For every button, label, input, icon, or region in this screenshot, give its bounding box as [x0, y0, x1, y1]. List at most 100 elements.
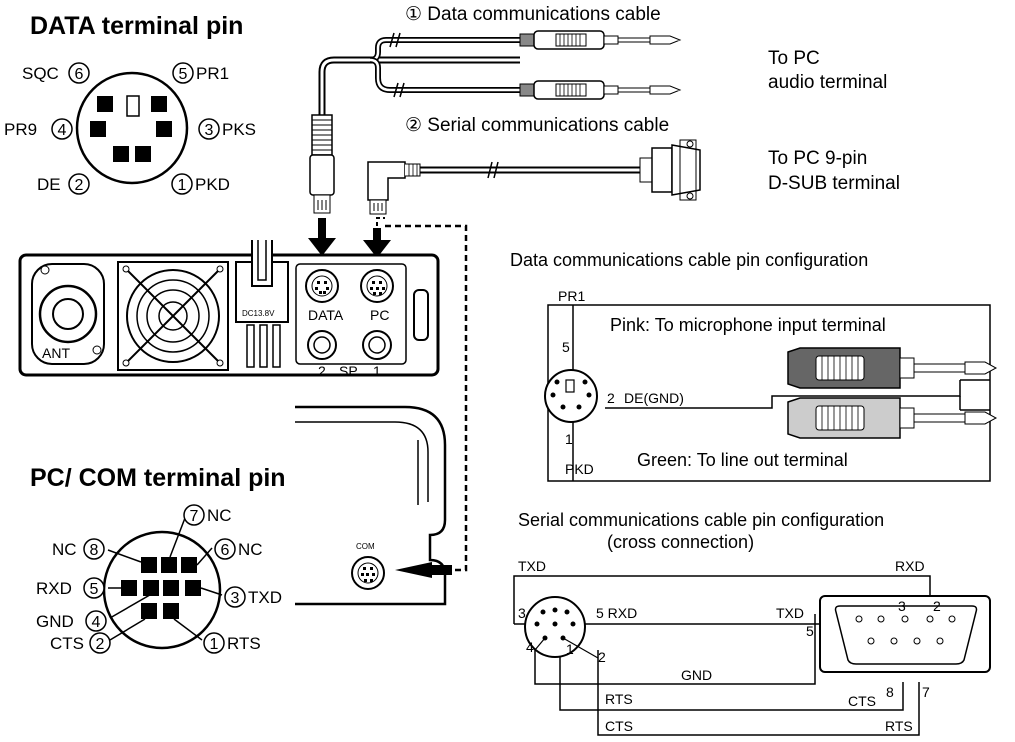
- data-config-title: Data communications cable pin configurat…: [510, 250, 868, 270]
- pin-2: [113, 146, 129, 162]
- pin-1: [135, 146, 151, 162]
- to-pc-audio-line1: To PC: [768, 48, 820, 69]
- com-pin-name-nc7: NC: [207, 506, 232, 525]
- dsub-pin7: 7: [922, 684, 930, 700]
- serial-pin2: 2: [598, 649, 606, 665]
- pin-6: [97, 96, 113, 112]
- com-arrow: [395, 562, 452, 578]
- data-config-pin5: 5: [562, 339, 570, 355]
- serial-rts-right: RTS: [885, 718, 913, 734]
- serial-cts-right: CTS: [848, 693, 876, 709]
- svg-text:6: 6: [75, 66, 84, 83]
- data-config-pkd: PKD: [565, 461, 594, 477]
- data-terminal-heading: DATA terminal pin: [30, 12, 243, 40]
- data-mini-din-plug: [309, 114, 335, 214]
- svg-text:1: 1: [178, 177, 187, 194]
- data-config-green: Green: To line out terminal: [637, 450, 848, 470]
- svg-text:7: 7: [190, 508, 199, 525]
- audio-plug-2: [519, 80, 682, 100]
- green-plug: [787, 397, 998, 439]
- com-pin-7: [161, 557, 177, 573]
- com-pin-name-cts: CTS: [50, 634, 84, 653]
- svg-text:4: 4: [92, 614, 101, 631]
- serial-pin5-rxd: 5 RXD: [596, 605, 637, 621]
- pc-jack-label: PC: [370, 307, 389, 323]
- svg-text:1: 1: [210, 636, 219, 653]
- com-pin-2: [141, 603, 157, 619]
- ant-label: ANT: [42, 345, 70, 361]
- com-pin-center: [163, 580, 179, 596]
- serial-txd-top: TXD: [518, 558, 546, 574]
- com-pin-8: [141, 557, 157, 573]
- pin-4: [90, 121, 106, 137]
- com-pin-name-nc6: NC: [238, 540, 263, 559]
- com-pin-name-gnd: GND: [36, 612, 74, 631]
- com-jack-label: COM: [356, 542, 375, 551]
- data-config-de-gnd: DE(GND): [624, 390, 684, 406]
- sp1-label: 1: [373, 363, 381, 379]
- cable2-label: ② Serial communications cable: [405, 115, 669, 136]
- dsub-pin2: 2: [933, 598, 941, 614]
- com-pin-1: [163, 603, 179, 619]
- radio-side-body: [295, 405, 447, 606]
- to-pc-serial-line2: D-SUB terminal: [768, 173, 900, 194]
- com-pin-name-rts: RTS: [227, 634, 261, 653]
- pin-5: [151, 96, 167, 112]
- data-terminal-connector: [75, 71, 189, 185]
- svg-text:8: 8: [90, 542, 99, 559]
- com-pin-3: [185, 580, 201, 596]
- dsub-connector: [819, 595, 991, 673]
- pin-name-pks: PKS: [222, 120, 256, 139]
- serial-pin3-left: 3: [518, 605, 526, 621]
- sp-label: SP: [339, 363, 358, 379]
- svg-text:5: 5: [90, 581, 99, 598]
- svg-text:3: 3: [205, 122, 214, 139]
- serial-cable: [367, 139, 701, 215]
- serial-pin1: 1: [566, 641, 574, 657]
- serial-txd-mid: TXD: [776, 605, 804, 621]
- svg-text:5: 5: [179, 66, 188, 83]
- pin-3: [156, 121, 172, 137]
- data-config-connector: [544, 369, 598, 423]
- svg-text:3: 3: [231, 590, 240, 607]
- serial-config-connector: [524, 596, 599, 659]
- to-pc-serial-line1: To PC 9-pin: [768, 148, 867, 169]
- data-config-pink: Pink: To microphone input terminal: [610, 315, 886, 335]
- svg-text:6: 6: [221, 542, 230, 559]
- audio-plug-1: [519, 30, 682, 50]
- com-pin-name-nc8: NC: [52, 540, 77, 559]
- dsub-pin8: 8: [886, 684, 894, 700]
- data-config-pr1: PR1: [558, 288, 585, 304]
- cable1-label: ① Data communications cable: [405, 4, 661, 25]
- pin-name-pr1: PR1: [196, 64, 229, 83]
- serial-rxd-top: RXD: [895, 558, 925, 574]
- com-terminal-connector: [102, 517, 223, 650]
- data-cable: [318, 32, 520, 115]
- serial-pin4: 4: [526, 639, 534, 655]
- sp2-label: 2: [318, 363, 326, 379]
- data-pin-labels: SQC 6 5 PR1 PR9 4 3 PKS DE 2 1 PKD: [4, 62, 256, 195]
- com-pin-6: [181, 557, 197, 573]
- serial-config-title1: Serial communications cable pin configur…: [518, 510, 884, 530]
- svg-text:2: 2: [96, 636, 105, 653]
- dc-label: DC13.8V: [242, 309, 275, 318]
- com-pin-name-txd: TXD: [248, 588, 282, 607]
- svg-text:2: 2: [75, 177, 84, 194]
- dsub-pin3: 3: [898, 598, 906, 614]
- serial-cts-left: CTS: [605, 718, 633, 734]
- insert-arrows: [308, 217, 391, 258]
- data-jack-label: DATA: [308, 307, 344, 323]
- pc-com-terminal-heading: PC/ COM terminal pin: [30, 464, 286, 492]
- data-config-pin2: 2: [607, 390, 615, 406]
- dsub-pin5: 5: [806, 623, 814, 639]
- svg-text:4: 4: [58, 122, 67, 139]
- key-slot: [126, 95, 140, 117]
- to-pc-audio-line2: audio terminal: [768, 72, 887, 93]
- pin-name-sqc: SQC: [22, 64, 59, 83]
- com-pin-name-rxd: RXD: [36, 579, 72, 598]
- pin-name-de: DE: [37, 175, 61, 194]
- serial-rts-left: RTS: [605, 691, 633, 707]
- pin-name-pkd: PKD: [195, 175, 230, 194]
